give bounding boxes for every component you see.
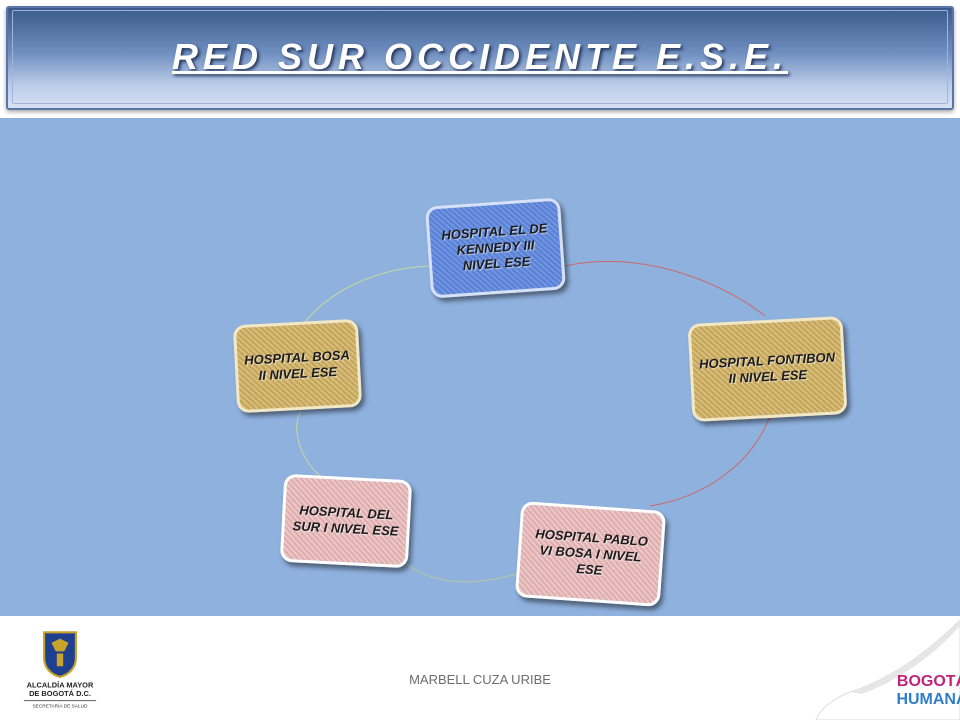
node-del-sur: HOSPITAL DEL SUR I NIVEL ESE bbox=[279, 473, 413, 569]
arc-kennedy-fontibon bbox=[564, 261, 766, 317]
alcaldia-logo-text-2: DE BOGOTÁ D.C. bbox=[29, 689, 91, 698]
node-fontibon: HOSPITAL FONTIBON II NIVEL ESE bbox=[687, 316, 848, 422]
bogota-logo-text-1: BOGOTÁ bbox=[897, 671, 960, 690]
title-frame bbox=[6, 6, 954, 110]
node-bosa-label: HOSPITAL BOSA II NIVEL ESE bbox=[243, 347, 351, 384]
node-bosa: HOSPITAL BOSA II NIVEL ESE bbox=[232, 318, 363, 414]
slide-title: RED SUR OCCIDENTE E.S.E. bbox=[171, 36, 789, 77]
arc-pablo-delsur bbox=[404, 562, 521, 583]
node-kennedy: HOSPITAL EL DE KENNEDY III NIVEL ESE bbox=[424, 197, 567, 299]
alcaldia-logo: ALCALDÍA MAYOR DE BOGOTÁ D.C. SECRETARÍA… bbox=[23, 631, 97, 710]
arc-bosa-kennedy bbox=[299, 265, 431, 329]
title-bar: RED SUR OCCIDENTE E.S.E. bbox=[0, 0, 960, 118]
cycle-ring bbox=[296, 261, 771, 583]
alcaldia-logo-text-1: ALCALDÍA MAYOR bbox=[27, 681, 94, 690]
page-curl: BOGOTÁ HUMANA bbox=[815, 620, 960, 720]
alcaldia-logo-text-3: SECRETARÍA DE SALUD bbox=[33, 703, 89, 710]
arc-fontibon-pablo bbox=[649, 415, 771, 507]
footer-author: MARBELL CUZA URIBE bbox=[409, 672, 551, 687]
footer bbox=[0, 616, 960, 720]
title-inner-border bbox=[12, 10, 948, 104]
arc-delsur-bosa bbox=[296, 407, 321, 477]
node-pablo-vi: HOSPITAL PABLO VI BOSA I NIVEL ESE bbox=[514, 501, 667, 607]
node-fontibon-label: HOSPITAL FONTIBON II NIVEL ESE bbox=[698, 349, 836, 387]
node-del-sur-label: HOSPITAL DEL SUR I NIVEL ESE bbox=[292, 502, 399, 539]
node-kennedy-label: HOSPITAL EL DE KENNEDY III NIVEL ESE bbox=[440, 220, 548, 274]
bogota-logo-text-2: HUMANA bbox=[896, 691, 960, 708]
node-pablo-vi-label: HOSPITAL PABLO VI BOSA I NIVEL ESE bbox=[534, 526, 649, 578]
